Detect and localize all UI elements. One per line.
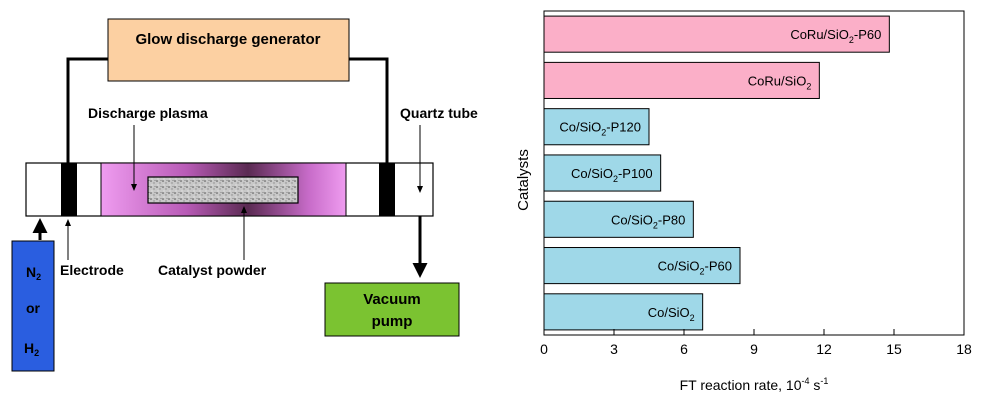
x-tick-label: 15 [886, 341, 902, 357]
electrode-right [379, 163, 395, 216]
gas-h2-label: H2 [24, 340, 39, 358]
wire-left [66, 57, 108, 163]
bar-label: Co/SiO2-P100 [571, 166, 653, 184]
bar-label: Co/SiO2-P120 [559, 120, 641, 138]
x-tick-label: 0 [540, 341, 548, 357]
bar-chart: CoRu/SiO2-P60CoRu/SiO2Co/SiO2-P120Co/SiO… [515, 10, 972, 393]
catalyst-powder [147, 176, 299, 204]
x-tick-label: 9 [750, 341, 758, 357]
bar [543, 200, 694, 238]
electrode-left [61, 163, 77, 216]
x-tick-label: 6 [680, 341, 688, 357]
quartz-tube-label: Quartz tube [400, 105, 478, 121]
x-tick-label: 12 [816, 341, 832, 357]
bar [543, 247, 741, 285]
y-axis-title: Catalysts [515, 149, 532, 211]
bar-label: Co/SiO2 [648, 305, 695, 323]
bar [543, 293, 704, 331]
glow-discharge-generator-box [107, 18, 350, 82]
generator-label: Glow discharge generator [135, 31, 320, 48]
bar-label: CoRu/SiO2-P60 [790, 27, 881, 45]
gas-or-label: or [26, 300, 41, 316]
bar-label: Co/SiO2-P80 [611, 212, 685, 230]
gas-n2-label: N2 [26, 264, 41, 282]
x-axis-title: FT reaction rate, 10-4 s-1 [680, 376, 829, 393]
vacuum-label-line1: Vacuum [363, 291, 421, 308]
apparatus-diagram: Glow discharge generator Discharge plasm… [11, 18, 478, 372]
electrode-label: Electrode [60, 262, 124, 278]
bar [543, 154, 662, 192]
bar [543, 61, 820, 99]
gas-supply-box [11, 240, 55, 372]
bar [543, 15, 890, 53]
vacuum-pump-box [324, 282, 460, 337]
bar [543, 108, 650, 146]
x-tick-label: 3 [610, 341, 618, 357]
bar-label: CoRu/SiO2 [748, 73, 812, 91]
x-tick-label: 18 [956, 341, 972, 357]
catalyst-powder-label: Catalyst powder [158, 262, 267, 278]
vacuum-label-line2: pump [372, 313, 413, 330]
wire-right [349, 57, 389, 163]
bar-label: Co/SiO2-P60 [658, 259, 732, 277]
discharge-plasma-label: Discharge plasma [88, 105, 208, 121]
